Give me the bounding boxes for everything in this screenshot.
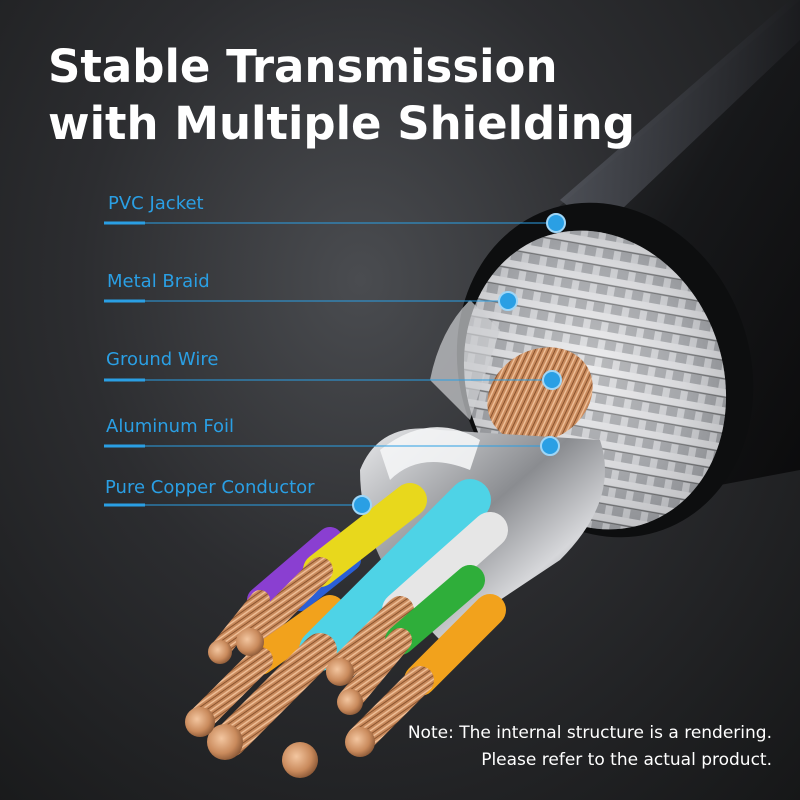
headline-line-2: with Multiple Shielding <box>48 97 635 150</box>
callout-dot-metal-braid <box>498 291 518 311</box>
ground-wire <box>487 347 593 443</box>
callout-dots <box>352 213 566 515</box>
callout-label-pvc-jacket: PVC Jacket <box>108 193 204 214</box>
disclaimer-line-2: Please refer to the actual product. <box>481 750 772 770</box>
headline: Stable Transmission with Multiple Shield… <box>48 38 635 152</box>
callout-leaders <box>104 221 556 507</box>
callout-label-aluminum-foil: Aluminum Foil <box>106 416 235 437</box>
callout-label-metal-braid: Metal Braid <box>107 271 210 292</box>
disclaimer-line-1: Note: The internal structure is a render… <box>407 723 772 743</box>
callout-dot-ground-wire <box>542 370 562 390</box>
headline-line-1: Stable Transmission <box>48 40 558 93</box>
callout-label-ground-wire: Ground Wire <box>106 349 219 370</box>
callout-dot-pure-copper-conductor <box>352 495 372 515</box>
callout-dot-aluminum-foil <box>540 436 560 456</box>
conductor-wires <box>185 479 508 778</box>
disclaimer-note: Note: The internal structure is a render… <box>408 720 772 774</box>
callout-label-pure-copper-conductor: Pure Copper Conductor <box>105 477 315 498</box>
callout-dot-pvc-jacket <box>546 213 566 233</box>
